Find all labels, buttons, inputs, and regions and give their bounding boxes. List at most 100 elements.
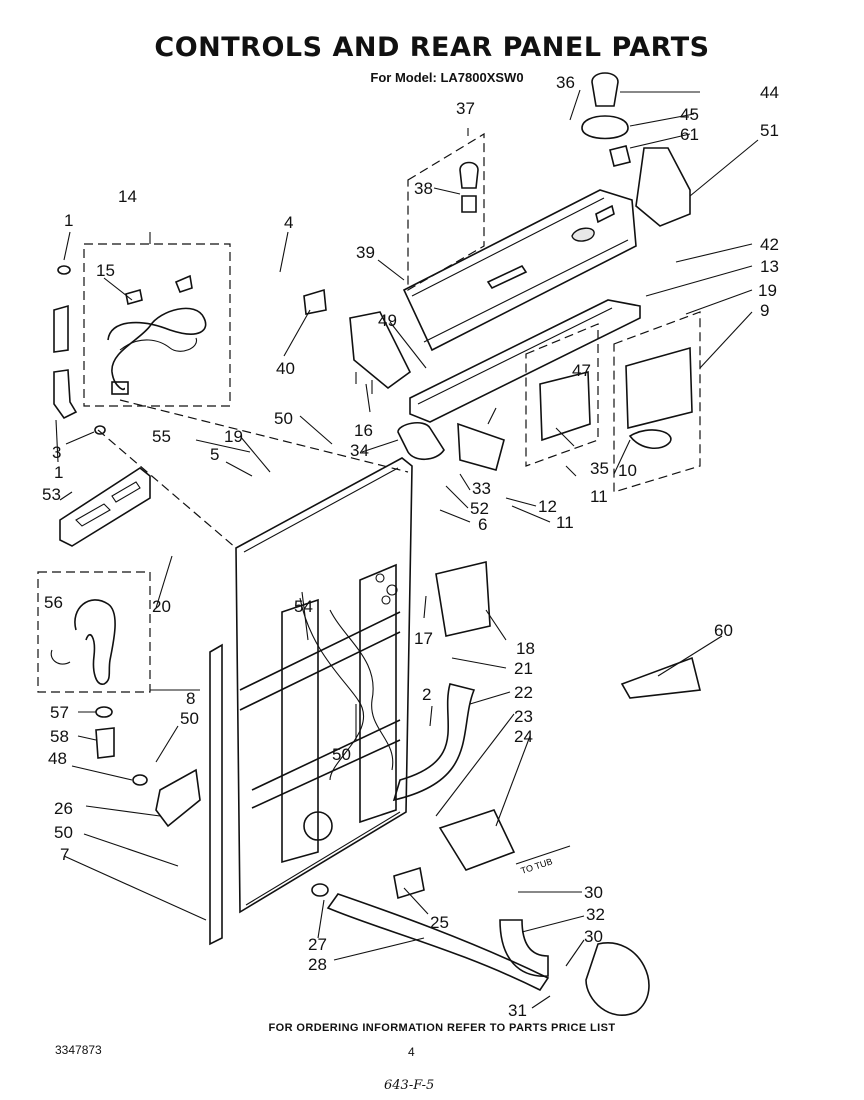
callout-60: 60 [714,621,733,640]
callout-47: 47 [572,361,591,380]
callout-49: 49 [378,311,397,330]
document-number: 3347873 [55,1043,102,1057]
end-cap [349,311,412,394]
leader-lines [55,89,759,1009]
callout-25: 25 [430,913,449,932]
power-cord [107,274,207,395]
console-rail [409,299,641,423]
power-cord-box [83,243,231,407]
switch-47 [539,370,591,442]
hose-22 [392,683,476,802]
callout-3: 3 [52,443,61,462]
bracket-60 [620,656,701,699]
callout-30: 30 [584,927,603,946]
callout-11: 11 [556,513,574,532]
callout-50: 50 [332,745,351,764]
callout-16: 16 [354,421,373,440]
callout-21: 21 [514,659,533,678]
timer-10 [628,429,672,449]
callout-53: 53 [42,485,61,504]
callout-labels: 1 1 2 3 4 5 6 7 8 9 10 11 11 12 13 14 15… [42,73,779,1020]
callout-28: 28 [308,955,327,974]
callout-17: 17 [414,629,433,648]
drain-hose-56 [74,599,116,685]
callout-51: 51 [760,121,779,140]
callout-39: 39 [356,243,375,262]
part-25 [393,866,425,900]
handwritten-code: 643-F-5 [384,1078,435,1093]
page-number: 4 [408,1045,415,1059]
rear-panel [97,399,413,914]
callout-8: 8 [186,689,195,708]
callout-50: 50 [54,823,73,842]
page-title: CONTROLS AND REAR PANEL PARTS [154,32,710,63]
callout-1: 1 [64,211,73,230]
bracket-53 [59,467,151,547]
callout-57: 57 [50,703,69,722]
callout-27: 27 [308,935,327,954]
pump-31 [585,942,650,1016]
callout-48: 48 [48,749,67,768]
callout-50: 50 [180,709,199,728]
callout-30: 30 [584,883,603,902]
ordering-info-note: FOR ORDERING INFORMATION REFER TO PARTS … [268,1022,616,1034]
callout-20: 20 [152,597,171,616]
side-strip [209,643,223,946]
callout-2: 2 [422,685,431,704]
bracket-51 [635,147,691,227]
inlet-58 [95,727,115,759]
timer-box [613,311,701,493]
callout-18: 18 [516,639,535,658]
pump-24 [438,809,516,871]
to-tub-label: TO TUB [520,856,554,876]
knob-box [407,132,485,292]
callout-5: 5 [210,445,219,464]
callout-26: 26 [54,799,73,818]
pump-bracket-26 [155,768,201,828]
callout-61: 61 [680,125,699,144]
callout-9: 9 [760,301,769,320]
callout-37: 37 [456,99,475,118]
callout-6: 6 [478,515,487,534]
callout-22: 22 [514,683,533,702]
callout-40: 40 [276,359,295,378]
hose-box [37,571,151,693]
callout-12: 12 [538,497,557,516]
callout-19: 19 [224,427,243,446]
hose-32 [499,919,549,977]
callout-44: 44 [760,83,779,102]
dial-45 [581,115,629,140]
clamp-27 [311,883,329,897]
callout-36: 36 [556,73,575,92]
timer-9 [625,346,693,430]
clamp-57 [95,706,113,718]
washer-part-1b [94,425,106,435]
callout-38: 38 [414,179,433,198]
callout-11: 11 [590,487,608,506]
part-61 [609,145,631,167]
callout-58: 58 [50,727,69,746]
callout-33: 33 [472,479,491,498]
callout-31: 31 [508,1001,527,1020]
callout-34: 34 [350,441,369,460]
model-subtitle: For Model: LA7800XSW0 [370,70,524,85]
to-tub-arrow [515,845,571,865]
washer-part-1 [57,265,71,275]
motor-12 [457,422,505,471]
callout-19: 19 [758,281,777,300]
callout-7: 7 [60,845,69,864]
callout-54: 54 [294,597,313,616]
callout-35: 35 [590,459,609,478]
callout-55: 55 [152,427,171,446]
knob-38 [459,161,479,213]
hose-clip [50,649,71,665]
callout-42: 42 [760,235,779,254]
callout-14: 14 [118,187,137,206]
callout-56: 56 [44,593,63,612]
callout-52: 52 [470,499,489,518]
callout-15: 15 [96,261,115,280]
callout-23: 23 [514,707,533,726]
water-inlet-part-3 [53,304,78,420]
drain-hose-28 [326,893,550,992]
callout-50: 50 [274,409,293,428]
